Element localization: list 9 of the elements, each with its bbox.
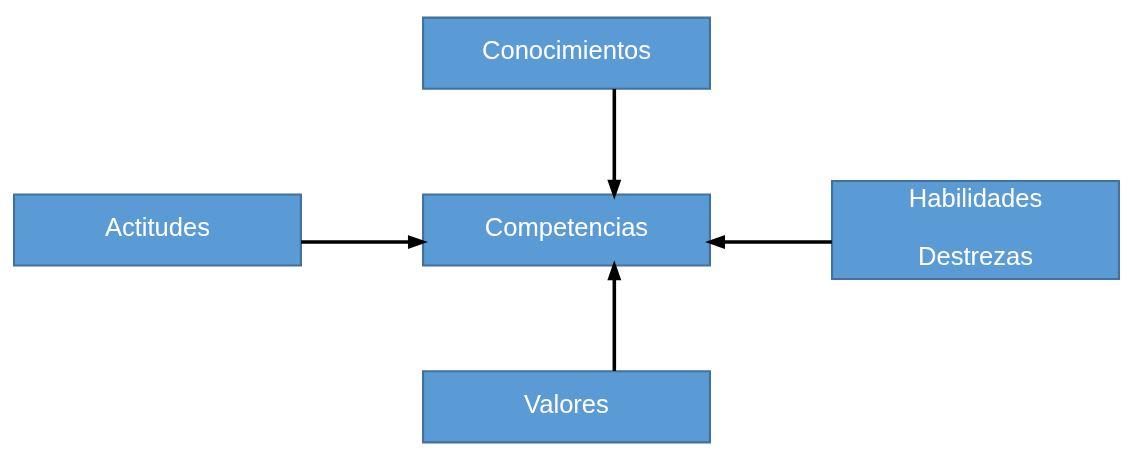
arrow	[705, 235, 832, 250]
node-box: Valores	[422, 370, 711, 444]
arrow	[607, 88, 622, 200]
node-box: Conocimientos	[422, 16, 711, 90]
arrow	[607, 260, 622, 372]
node-box: Competencias	[422, 193, 711, 267]
node-box: Actitudes	[12, 193, 302, 267]
arrow	[301, 235, 428, 250]
node-box: Habilidades Destrezas	[831, 179, 1121, 281]
